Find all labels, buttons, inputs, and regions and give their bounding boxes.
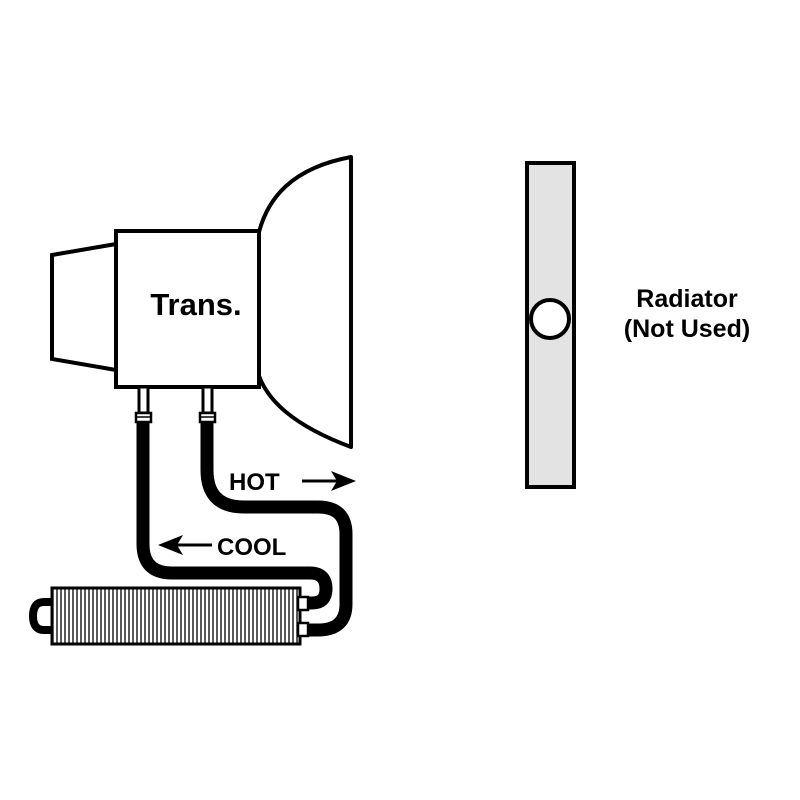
cooler-fitting-bottom <box>296 621 310 638</box>
transmission-fitting-hot <box>201 385 214 415</box>
bellhousing <box>257 155 353 449</box>
transmission-extension-housing <box>50 241 118 373</box>
transmission-label: Trans. <box>150 287 241 322</box>
hot-label: HOT <box>229 469 280 496</box>
hot-line <box>200 422 353 637</box>
cooler-return-loop <box>28 598 54 634</box>
cool-line <box>136 422 333 610</box>
cool-arrow-icon <box>158 535 212 555</box>
radiator-label: Radiator <box>636 285 738 313</box>
radiator-port <box>529 298 571 340</box>
cooler-fitting-top <box>296 595 310 612</box>
hot-arrow-icon <box>302 471 356 491</box>
radiator-status-label: (Not Used) <box>624 315 750 343</box>
auxiliary-cooler <box>50 586 302 646</box>
transmission-fitting-cool <box>137 385 150 415</box>
cool-label: COOL <box>217 534 286 561</box>
transmission-case <box>114 229 261 389</box>
